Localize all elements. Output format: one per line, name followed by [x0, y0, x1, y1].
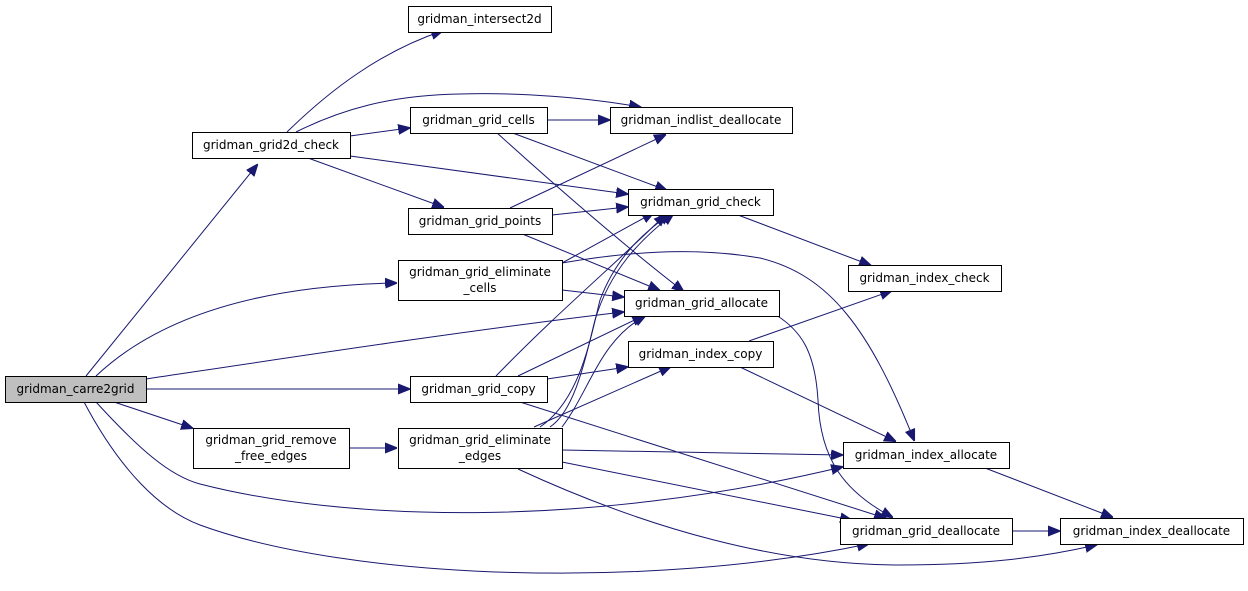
edge-grid-eliminate-edges-index-copy [533, 367, 670, 428]
edge-grid2d-check-grid-points [307, 157, 443, 207]
edge-carre2grid-grid2d-check [85, 165, 257, 377]
edge-grid-eliminate-edges-index-allocate [561, 450, 842, 455]
node-label: gridman_carre2grid [16, 382, 134, 396]
edge-carre2grid-index-allocate [95, 401, 842, 514]
node-label: _edges [458, 449, 501, 463]
node-carre2grid[interactable]: gridman_carre2grid [5, 376, 147, 403]
edge-grid-eliminate-edges-grid-allocate [561, 316, 645, 428]
node-label: _free_edges [234, 449, 307, 463]
node-grid-points[interactable]: gridman_grid_points [408, 208, 553, 235]
edge-index-allocate-index-deallocate [984, 467, 1112, 517]
edge-grid2d-check-grid-check [349, 155, 627, 194]
node-index-check[interactable]: gridman_index_check [848, 265, 1002, 292]
node-label: gridman_index_copy [639, 347, 763, 361]
node-label: gridman_grid_cells [422, 113, 535, 127]
node-label: gridman_index_allocate [855, 448, 997, 462]
edge-grid-eliminate-edges-grid-check-a [539, 214, 670, 428]
edge-grid-eliminate-edges-index-deallocate [517, 468, 1096, 566]
node-label: gridman_grid_allocate [635, 296, 768, 310]
edge-grid-points-grid-allocate [519, 232, 659, 290]
edge-index-copy-index-allocate [739, 366, 895, 441]
node-box [410, 107, 548, 134]
edge-grid-points-grid-check [551, 207, 627, 216]
edge-carre2grid-grid-remove-free-edges [113, 401, 192, 428]
edges [83, 31, 1112, 574]
node-box [840, 518, 1013, 545]
nodes: gridman_carre2grid gridman_intersect2dgri… [5, 6, 1244, 545]
edge-grid-eliminate-cells-grid-allocate [561, 289, 623, 297]
node-grid-remove-free-edges[interactable]: gridman_grid_remove _free_edges [193, 428, 350, 469]
node-label: gridman_grid2d_check [203, 138, 339, 152]
node-index-allocate[interactable]: gridman_index_allocate [843, 442, 1010, 469]
node-label: gridman_grid_deallocate [852, 524, 1000, 538]
edge-grid-copy-grid-allocate [517, 316, 643, 377]
edge-grid-cells-grid-allocate [495, 131, 683, 291]
node-index-copy[interactable]: gridman_index_copy [628, 341, 774, 368]
node-label: gridman_grid_check [640, 195, 761, 209]
node-box [193, 428, 350, 469]
node-box [408, 208, 553, 235]
node-box [624, 290, 780, 317]
node-intersect2d[interactable]: gridman_intersect2d [408, 6, 552, 33]
edge-grid2d-check-intersect2d [286, 31, 442, 133]
node-box [848, 265, 1002, 292]
edge-grid-copy-grid-deallocate [519, 401, 885, 518]
node-index-deallocate[interactable]: gridman_index_deallocate [1060, 518, 1244, 545]
node-label: gridman_grid_eliminate [409, 265, 551, 279]
node-box [843, 442, 1010, 469]
node-grid-allocate[interactable]: gridman_grid_allocate [624, 290, 780, 317]
edge-grid-eliminate-edges-grid-check-b [549, 214, 673, 428]
node-grid-eliminate-edges[interactable]: gridman_grid_eliminate _edges [398, 428, 563, 469]
edge-grid2d-check-indlist-deallocate [295, 93, 640, 133]
node-label: gridman_intersect2d [417, 12, 541, 26]
edge-carre2grid-grid-allocate [145, 312, 623, 380]
node-box [628, 341, 774, 368]
edge-grid2d-check-grid-cells [349, 128, 409, 137]
edge-grid-eliminate-cells-grid-check [561, 213, 653, 264]
edge-grid-allocate-grid-deallocate [775, 314, 892, 517]
edge-grid-cells-grid-check [509, 131, 666, 190]
edge-carre2grid-grid-deallocate [83, 401, 868, 574]
node-label: _cells [463, 281, 497, 295]
node-label: gridman_index_check [859, 271, 989, 285]
node-grid-eliminate-cells[interactable]: gridman_grid_eliminate _cells [398, 260, 563, 301]
node-box [408, 6, 552, 33]
node-box [610, 107, 793, 134]
node-indlist-deallocate[interactable]: gridman_indlist_deallocate [610, 107, 793, 134]
edge-grid-eliminate-edges-grid-deallocate [561, 461, 851, 520]
edge-grid-points-indlist-deallocate [509, 135, 665, 209]
node-label: gridman_index_deallocate [1073, 524, 1230, 538]
edge-carre2grid-grid-eliminate-cells [95, 283, 396, 377]
node-label: gridman_grid_points [419, 214, 542, 228]
node-label: gridman_grid_eliminate [409, 433, 551, 447]
node-box [628, 189, 774, 216]
node-box [398, 428, 563, 469]
node-grid-check[interactable]: gridman_grid_check [628, 189, 774, 216]
node-box [398, 260, 563, 301]
node-box [5, 376, 147, 403]
node-label: gridman_indlist_deallocate [621, 113, 782, 127]
edge-index-copy-index-check [748, 291, 891, 342]
edge-grid-check-index-check [737, 214, 870, 265]
node-box [410, 376, 548, 403]
node-box [192, 132, 351, 159]
node-label: gridman_grid_remove [205, 433, 336, 447]
node-grid-deallocate[interactable]: gridman_grid_deallocate [840, 518, 1013, 545]
node-grid2d-check[interactable]: gridman_grid2d_check [192, 132, 351, 159]
node-label: gridman_grid_copy [421, 382, 535, 396]
node-box [1060, 518, 1244, 545]
node-grid-cells[interactable]: gridman_grid_cells [410, 107, 548, 134]
edge-grid-copy-index-copy [546, 367, 627, 380]
node-grid-copy[interactable]: gridman_grid_copy [410, 376, 548, 403]
